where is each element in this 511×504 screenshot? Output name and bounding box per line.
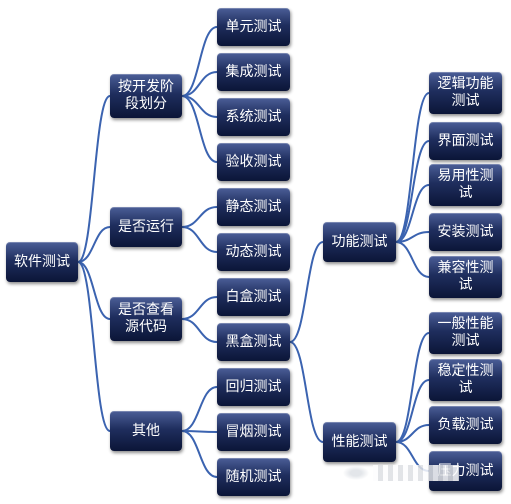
connector-root-node-to-category-by-running <box>77 226 111 263</box>
connector-leaf-blackbox-test-to-functional-test-node <box>289 241 324 343</box>
leaf-static-test: 静态测试 <box>217 188 290 226</box>
category-by-source: 是否查看 源代码 <box>110 297 182 341</box>
connector-root-node-to-category-other <box>77 261 111 432</box>
connector-category-other-to-leaf-regression-test <box>181 386 218 432</box>
category-by-running: 是否运行 <box>110 207 182 247</box>
connector-category-by-stage-to-leaf-acceptance-test <box>181 95 218 163</box>
leaf-interface-test: 界面测试 <box>429 122 502 160</box>
connector-category-by-running-to-leaf-dynamic-test <box>181 226 218 253</box>
connector-functional-test-node-to-leaf-usability-test <box>395 184 430 243</box>
leaf-dynamic-test: 动态测试 <box>217 233 290 271</box>
performance-test-node: 性能测试 <box>323 422 396 462</box>
watermark <box>343 462 463 484</box>
connector-category-by-stage-to-leaf-integration-test <box>181 71 218 97</box>
leaf-regression-test: 回归测试 <box>217 368 290 406</box>
leaf-load-test: 负载测试 <box>429 406 502 444</box>
leaf-logic-function-test: 逻辑功能 测试 <box>429 72 502 114</box>
leaf-unit-test: 单元测试 <box>217 8 290 46</box>
root-node: 软件测试 <box>6 242 78 282</box>
leaf-acceptance-test: 验收测试 <box>217 143 290 181</box>
connector-leaf-blackbox-test-to-performance-test-node <box>289 341 324 443</box>
category-by-stage: 按开发阶 段划分 <box>110 74 182 118</box>
connector-functional-test-node-to-leaf-logic-function-test <box>395 92 430 243</box>
functional-test-node: 功能测试 <box>323 222 396 262</box>
leaf-blackbox-test: 黑盒测试 <box>217 323 290 361</box>
connector-root-node-to-category-by-source <box>77 261 111 320</box>
connector-performance-test-node-to-leaf-general-performance-test <box>395 332 430 443</box>
leaf-integration-test: 集成测试 <box>217 53 290 91</box>
connector-functional-test-node-to-leaf-interface-test <box>395 140 430 243</box>
leaf-compatibility-test: 兼容性测 试 <box>429 256 502 298</box>
leaf-smoke-test: 冒烟测试 <box>217 413 290 451</box>
watermark-mosaic <box>373 465 459 481</box>
connector-category-other-to-leaf-random-test <box>181 430 218 478</box>
leaf-usability-test: 易用性测 试 <box>429 164 502 206</box>
category-other: 其他 <box>110 411 182 451</box>
connector-category-by-source-to-leaf-whitebox-test <box>181 296 218 320</box>
leaf-whitebox-test: 白盒测试 <box>217 278 290 316</box>
leaf-installation-test: 安装测试 <box>429 213 502 251</box>
connector-category-by-source-to-leaf-blackbox-test <box>181 318 218 343</box>
leaf-stability-test: 稳定性测 试 <box>429 359 502 401</box>
watermark-logo-icon <box>343 466 369 480</box>
connector-performance-test-node-to-leaf-stability-test <box>395 379 430 443</box>
connector-root-node-to-category-by-stage <box>77 95 111 263</box>
leaf-system-test: 系统测试 <box>217 98 290 136</box>
leaf-random-test: 随机测试 <box>217 458 290 496</box>
connector-functional-test-node-to-leaf-compatibility-test <box>395 241 430 278</box>
leaf-general-performance-test: 一般性能 测试 <box>429 312 502 354</box>
connector-category-by-running-to-leaf-static-test <box>181 206 218 228</box>
connector-category-by-stage-to-leaf-unit-test <box>181 26 218 97</box>
